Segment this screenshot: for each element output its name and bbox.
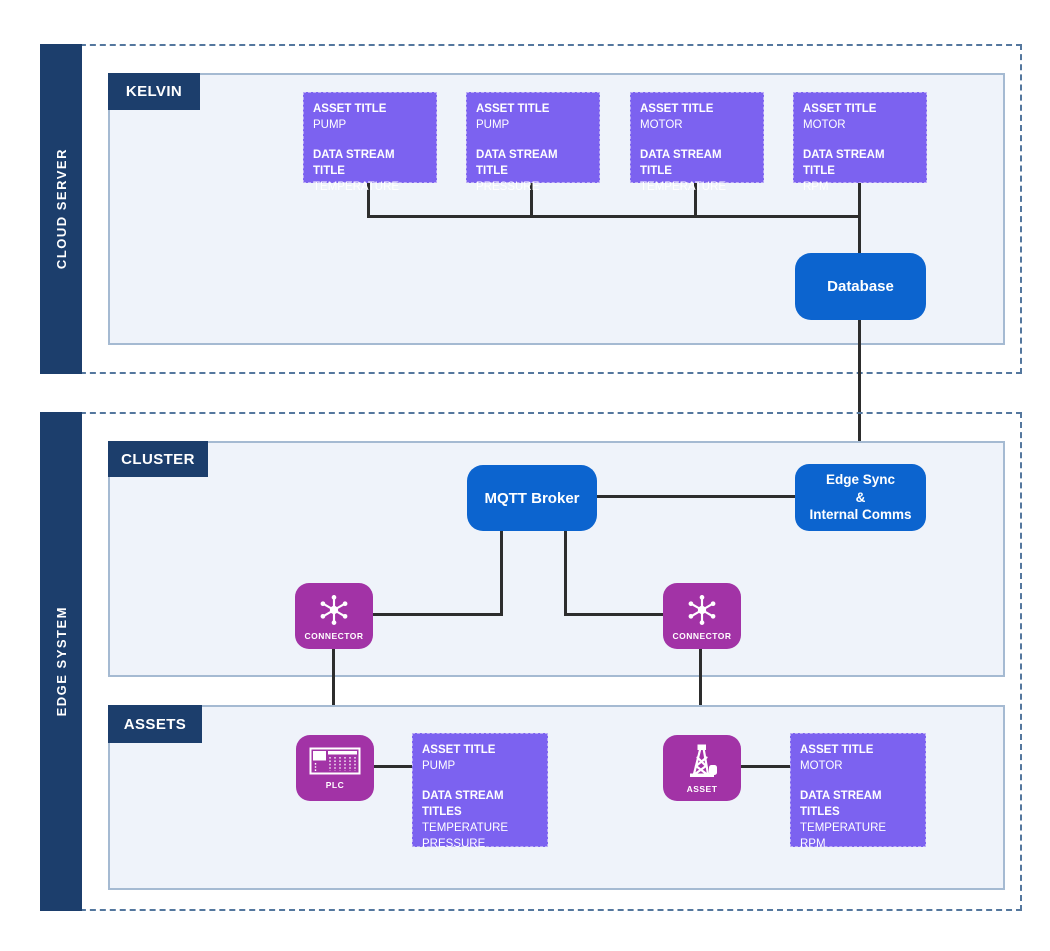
asset-title-label: ASSET TITLE <box>313 103 387 115</box>
cloud-server-label: CLOUD SERVER <box>53 148 69 270</box>
asset-title-label: ASSET TITLE <box>422 744 496 756</box>
connector-right-node[interactable]: CONNECTOR <box>663 583 741 649</box>
asset-title-value: MOTOR <box>800 760 843 772</box>
assets-tab: ASSETS <box>108 705 202 743</box>
wire <box>564 531 567 616</box>
stream-title-label: DATA STREAM TITLE <box>476 149 558 177</box>
asset-title-value: PUMP <box>422 760 456 772</box>
wire <box>694 183 697 218</box>
asset-card-edge-pump[interactable]: ASSET TITLE PUMP DATA STREAM TITLES TEMP… <box>412 733 548 850</box>
wire <box>699 649 702 735</box>
wire <box>530 183 533 218</box>
asset-title-label: ASSET TITLE <box>803 103 877 115</box>
asset-title-value: PUMP <box>476 119 510 131</box>
stream-title-value: RPM <box>803 181 829 193</box>
mqtt-broker-label: MQTT Broker <box>484 489 580 507</box>
derrick-icon <box>682 743 722 781</box>
stream-value: TEMPERATURE <box>800 822 887 834</box>
asset-title-value: PUMP <box>313 119 347 131</box>
plc-node[interactable]: PLC <box>296 735 374 801</box>
stream-value: TEMPERATURE <box>422 822 509 834</box>
wire <box>564 613 663 616</box>
wire <box>332 649 335 735</box>
asset-title-label: ASSET TITLE <box>476 103 550 115</box>
connector-right-label: CONNECTOR <box>672 630 732 641</box>
stream-title-value: TEMPERATURE <box>640 181 727 193</box>
stream-title-label: DATA STREAM TITLE <box>313 149 395 177</box>
wire <box>373 765 412 768</box>
cloud-server-bar: CLOUD SERVER <box>40 44 82 374</box>
asset-card-pump-temperature[interactable]: ASSET TITLE PUMP DATA STREAM TITLE TEMPE… <box>303 92 437 193</box>
connector-left-node[interactable]: CONNECTOR <box>295 583 373 649</box>
asset-title-value: MOTOR <box>640 119 683 131</box>
stream-titles-label: DATA STREAM TITLES <box>422 790 504 818</box>
kelvin-tab-label: KELVIN <box>125 83 183 100</box>
wire <box>740 765 790 768</box>
connector-icon <box>316 592 352 628</box>
edge-sync-label-line2: & <box>855 489 866 505</box>
assets-tab-label: ASSETS <box>123 715 187 733</box>
mqtt-broker-node[interactable]: MQTT Broker <box>467 465 597 531</box>
asset-node[interactable]: ASSET <box>663 735 741 801</box>
stream-titles-label: DATA STREAM TITLES <box>800 790 882 818</box>
asset-title-label: ASSET TITLE <box>800 744 874 756</box>
edge-sync-label-line3: Internal Comms <box>809 507 912 523</box>
wire <box>858 320 861 466</box>
stream-value: RPM <box>800 838 826 850</box>
cluster-tab: CLUSTER <box>108 441 208 477</box>
wire <box>858 183 861 253</box>
wire <box>597 495 795 498</box>
asset-card-pump-pressure[interactable]: ASSET TITLE PUMP DATA STREAM TITLE PRESS… <box>466 92 600 193</box>
database-node[interactable]: Database <box>795 253 926 320</box>
edge-sync-node[interactable]: Edge Sync & Internal Comms <box>795 464 926 531</box>
asset-title-label: ASSET TITLE <box>640 103 714 115</box>
connector-icon <box>684 592 720 628</box>
plc-label: PLC <box>325 779 345 790</box>
asset-label: ASSET <box>686 783 718 794</box>
edge-sync-label-line1: Edge Sync <box>825 472 896 488</box>
stream-value: PRESSURE <box>422 838 486 850</box>
kelvin-tab: KELVIN <box>108 73 200 110</box>
wire <box>500 531 503 616</box>
wire <box>367 215 861 218</box>
database-label: Database <box>827 278 894 295</box>
edge-system-bar: EDGE SYSTEM <box>40 412 82 911</box>
cluster-tab-label: CLUSTER <box>121 450 195 468</box>
stream-title-label: DATA STREAM TITLE <box>803 149 885 177</box>
connector-left-label: CONNECTOR <box>304 630 364 641</box>
asset-card-motor-rpm[interactable]: ASSET TITLE MOTOR DATA STREAM TITLE RPM <box>793 92 927 193</box>
stream-title-label: DATA STREAM TITLE <box>640 149 722 177</box>
edge-system-label: EDGE SYSTEM <box>53 606 69 717</box>
asset-card-motor-temperature[interactable]: ASSET TITLE MOTOR DATA STREAM TITLE TEMP… <box>630 92 764 193</box>
stream-title-value: TEMPERATURE <box>313 181 400 193</box>
wire <box>373 613 503 616</box>
plc-icon <box>309 747 361 777</box>
stream-title-value: PRESSURE <box>476 181 540 193</box>
asset-title-value: MOTOR <box>803 119 846 131</box>
asset-card-edge-motor[interactable]: ASSET TITLE MOTOR DATA STREAM TITLES TEM… <box>790 733 926 850</box>
wire <box>367 183 370 218</box>
